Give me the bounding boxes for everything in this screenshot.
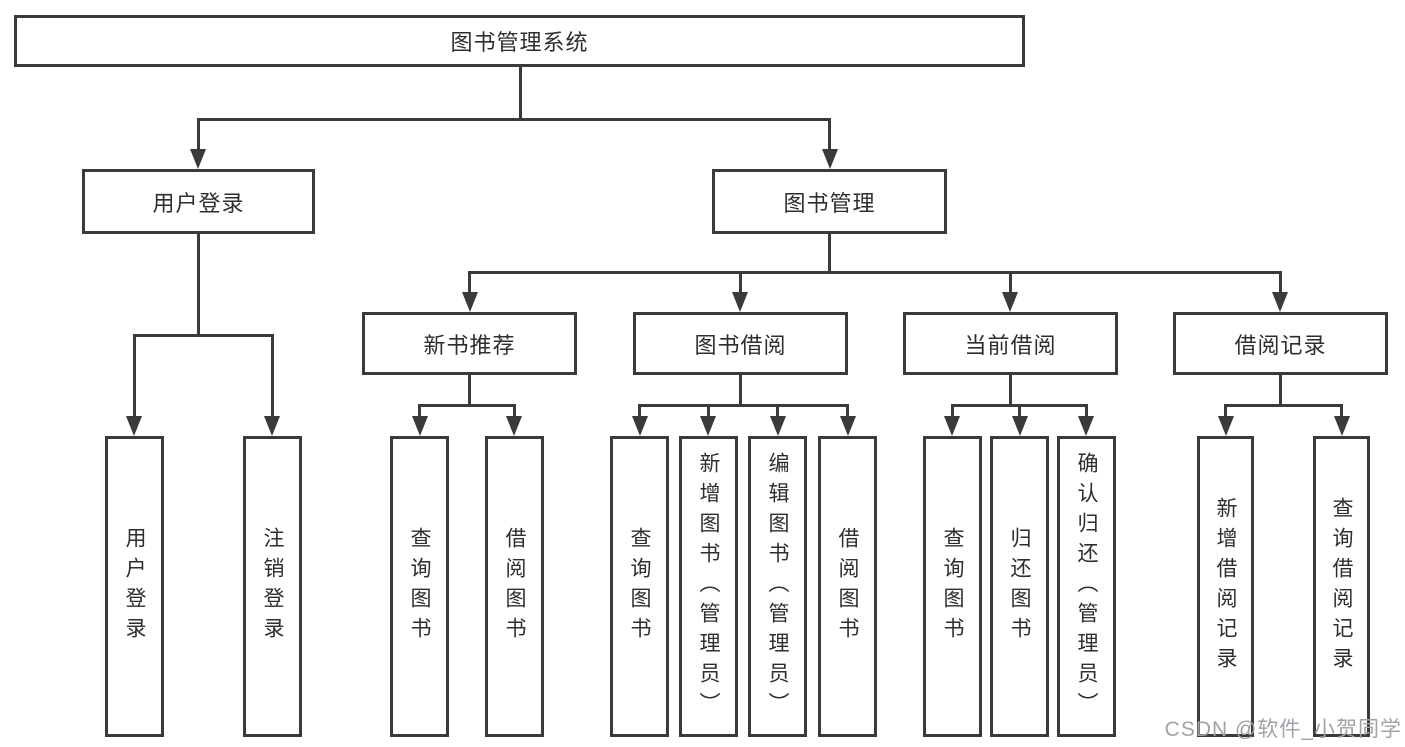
leaf-user-login-label: 用户登录 — [123, 526, 146, 647]
connector-shaft-leaf — [951, 404, 954, 420]
leaf-add-books-admin-label: 新增图书（管理员） — [697, 451, 720, 722]
leaf-query-books-label: 查询图书 — [408, 526, 431, 647]
node-current-borrow: 当前借阅 — [903, 312, 1118, 375]
node-root-label: 图书管理系统 — [450, 30, 589, 55]
connector-borrow-records-branch — [1224, 404, 1343, 407]
node-user-login-label: 用户登录 — [152, 190, 245, 216]
leaf-add-borrow-record: 新增借阅记录 — [1197, 436, 1254, 737]
node-new-book-recommend-label: 新书推荐 — [423, 332, 516, 358]
connector-book-borrow-stem — [739, 375, 742, 405]
node-book-management: 图书管理 — [712, 169, 947, 234]
leaf-query-books-label: 查询图书 — [941, 526, 964, 647]
connector-book-management-stem — [828, 234, 831, 272]
connector-new-book-branch — [418, 404, 516, 407]
arrowhead-down-icon — [1002, 292, 1018, 312]
leaf-add-books-admin: 新增图书（管理员） — [679, 436, 738, 737]
leaf-query-borrow-record-label: 查询借阅记录 — [1330, 496, 1353, 677]
connector-shaft-new-book — [468, 271, 471, 297]
node-book-borrow-label: 图书借阅 — [694, 332, 787, 358]
leaf-query-books: 查询图书 — [923, 436, 982, 737]
connector-user-login-stem — [197, 234, 200, 335]
leaf-edit-books-admin-label: 编辑图书（管理员） — [766, 451, 789, 722]
arrowhead-down-icon — [840, 416, 856, 436]
leaf-return-books: 归还图书 — [990, 436, 1049, 737]
connector-shaft-login-leaf — [133, 334, 136, 418]
connector-shaft-leaf — [776, 404, 779, 420]
arrowhead-down-icon — [944, 416, 960, 436]
connector-level2-branch — [197, 118, 831, 121]
node-new-book-recommend: 新书推荐 — [362, 312, 577, 375]
arrowhead-down-icon — [264, 416, 280, 436]
arrowhead-down-icon — [1334, 416, 1350, 436]
arrowhead-down-icon — [462, 292, 478, 312]
leaf-logout: 注销登录 — [243, 436, 302, 737]
leaf-borrow-books-label: 借阅图书 — [836, 526, 859, 647]
connector-shaft-current-borrow — [1009, 271, 1012, 297]
arrowhead-down-icon — [1218, 416, 1234, 436]
node-root-library-system: 图书管理系统 — [14, 15, 1025, 67]
arrowhead-down-icon — [126, 416, 142, 436]
connector-current-borrow-stem — [1009, 375, 1012, 405]
connector-shaft-leaf — [1018, 404, 1021, 420]
arrowhead-down-icon — [1012, 416, 1028, 436]
arrowhead-down-icon — [1078, 416, 1094, 436]
arrowhead-down-icon — [822, 149, 838, 169]
connector-shaft-book-management — [828, 118, 831, 154]
connector-shaft-leaf — [1085, 404, 1088, 420]
leaf-user-login: 用户登录 — [105, 436, 164, 737]
connector-shaft-logout-leaf — [271, 334, 274, 418]
connector-shaft-leaf — [846, 404, 849, 420]
node-borrow-records-label: 借阅记录 — [1234, 332, 1327, 358]
arrowhead-down-icon — [770, 416, 786, 436]
leaf-query-books: 查询图书 — [610, 436, 669, 737]
node-current-borrow-label: 当前借阅 — [964, 332, 1057, 358]
node-book-borrow: 图书借阅 — [633, 312, 848, 375]
arrowhead-down-icon — [190, 149, 206, 169]
node-book-management-label: 图书管理 — [783, 190, 876, 216]
leaf-query-books-label: 查询图书 — [628, 526, 651, 647]
connector-shaft-leaf — [1224, 404, 1227, 420]
leaf-borrow-books: 借阅图书 — [818, 436, 877, 737]
connector-borrow-records-stem — [1279, 375, 1282, 405]
arrowhead-down-icon — [732, 292, 748, 312]
arrowhead-down-icon — [700, 416, 716, 436]
connector-root-trunk — [519, 67, 522, 119]
leaf-query-borrow-record: 查询借阅记录 — [1313, 436, 1370, 737]
leaf-borrow-books-label: 借阅图书 — [503, 526, 526, 647]
connector-shaft-user-login — [197, 118, 200, 154]
leaf-return-books-label: 归还图书 — [1008, 526, 1031, 647]
arrowhead-down-icon — [1272, 292, 1288, 312]
leaf-edit-books-admin: 编辑图书（管理员） — [748, 436, 807, 737]
arrowhead-down-icon — [412, 416, 428, 436]
connector-shaft-leaf — [513, 404, 516, 420]
connector-new-book-stem — [468, 375, 471, 405]
connector-shaft-leaf — [707, 404, 710, 420]
leaf-borrow-books: 借阅图书 — [485, 436, 544, 737]
leaf-logout-label: 注销登录 — [261, 526, 284, 647]
connector-book-borrow-branch — [638, 404, 849, 407]
node-user-login: 用户登录 — [82, 169, 315, 234]
arrowhead-down-icon — [632, 416, 648, 436]
connector-shaft-leaf — [418, 404, 421, 420]
connector-shaft-leaf — [638, 404, 641, 420]
connector-shaft-leaf — [1340, 404, 1343, 420]
leaf-confirm-return-admin-label: 确认归还（管理员） — [1075, 451, 1098, 722]
connector-level3-branch — [468, 271, 1282, 274]
leaf-query-books: 查询图书 — [390, 436, 449, 737]
connector-shaft-book-borrow — [739, 271, 742, 297]
leaf-confirm-return-admin: 确认归还（管理员） — [1057, 436, 1116, 737]
connector-user-login-branch — [133, 334, 274, 337]
node-borrow-records: 借阅记录 — [1173, 312, 1388, 375]
leaf-add-borrow-record-label: 新增借阅记录 — [1214, 496, 1237, 677]
arrowhead-down-icon — [506, 416, 522, 436]
connector-shaft-borrow-records — [1279, 271, 1282, 297]
